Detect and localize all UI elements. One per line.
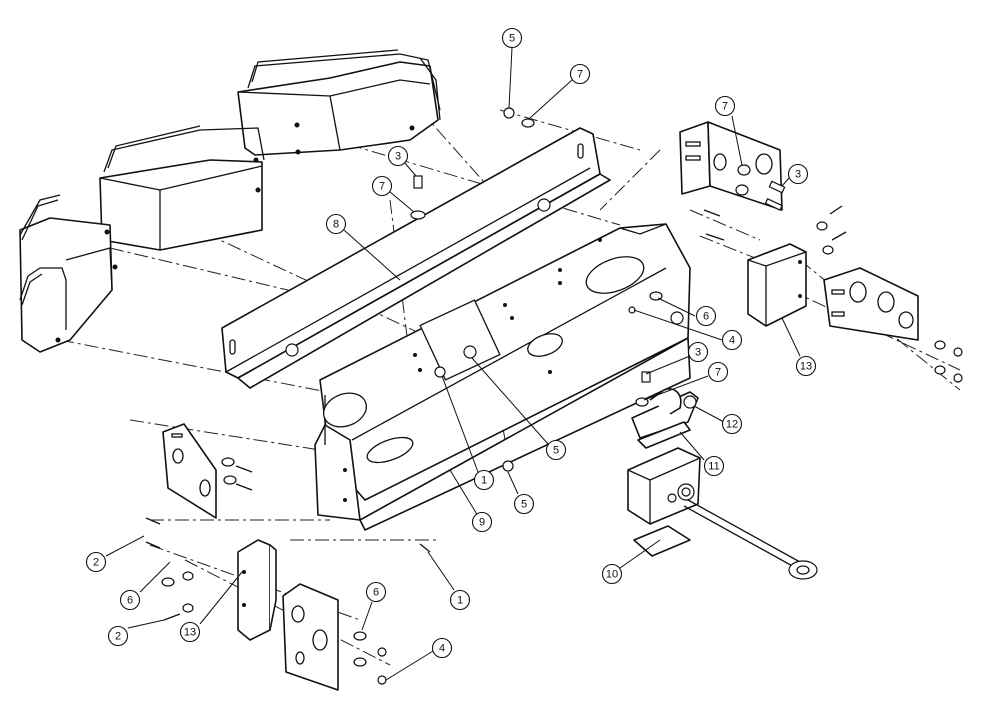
callout-circle xyxy=(387,145,409,167)
callout-circle xyxy=(371,175,393,197)
callout-4: 4 xyxy=(721,329,743,351)
callout-circle xyxy=(795,355,817,377)
switch-cable xyxy=(683,499,818,580)
switch-bracket-plate xyxy=(637,421,691,449)
right-mount-bracket xyxy=(747,243,807,327)
callout-label: 4 xyxy=(439,643,445,655)
callout-label: 11 xyxy=(708,461,719,473)
callout-circle xyxy=(787,163,809,185)
callout-label: 5 xyxy=(521,499,527,511)
callout-label: 3 xyxy=(795,169,801,181)
callout-label: 4 xyxy=(729,335,735,347)
callout-label: 1 xyxy=(481,475,487,487)
right-lamp-plate xyxy=(823,267,919,341)
callout-label: 3 xyxy=(395,151,401,163)
callout-11: 11 xyxy=(703,455,725,477)
callout-7: 7 xyxy=(569,63,591,85)
callout-label: 6 xyxy=(703,311,709,323)
callout-7: 7 xyxy=(707,361,729,383)
callout-10: 10 xyxy=(601,563,623,585)
callout-label: 5 xyxy=(509,33,515,45)
fasteners xyxy=(145,107,963,685)
callout-circle xyxy=(501,27,523,49)
light-housing-front xyxy=(19,194,118,353)
lower-left-lamp-plate xyxy=(162,423,217,519)
callout-3: 3 xyxy=(787,163,809,185)
callout-label: 6 xyxy=(373,587,379,599)
callout-label: 9 xyxy=(479,517,485,529)
callout-12: 12 xyxy=(721,413,743,435)
callout-9: 9 xyxy=(471,511,493,533)
switch-gasket xyxy=(633,525,691,557)
main-channel xyxy=(314,223,691,531)
callout-2: 2 xyxy=(107,625,129,647)
callout-7: 7 xyxy=(371,175,393,197)
callout-circle xyxy=(431,637,453,659)
callout-5: 5 xyxy=(545,439,567,461)
callout-circle xyxy=(569,63,591,85)
callout-3: 3 xyxy=(687,341,709,363)
callout-label: 6 xyxy=(127,595,133,607)
callout-label: 13 xyxy=(184,627,196,639)
light-housing-middle xyxy=(99,125,265,251)
callout-label: 7 xyxy=(379,181,385,193)
callout-1: 1 xyxy=(473,469,495,491)
callout-label: 12 xyxy=(726,419,738,431)
callout-label: 7 xyxy=(722,101,728,113)
callout-circle xyxy=(179,621,201,643)
lower-left-bracket xyxy=(237,539,277,641)
callout-13: 13 xyxy=(179,621,201,643)
callout-label: 5 xyxy=(553,445,559,457)
angle-bracket xyxy=(221,127,611,389)
callout-1: 1 xyxy=(449,589,471,611)
callout-5: 5 xyxy=(513,493,535,515)
callout-circle xyxy=(85,551,107,573)
callout-3: 3 xyxy=(387,145,409,167)
callout-leaders xyxy=(105,47,801,681)
switch-box xyxy=(627,447,701,525)
callout-label: 10 xyxy=(606,569,618,581)
callout-label: 3 xyxy=(695,347,701,359)
callout-circle xyxy=(545,439,567,461)
callout-label: 13 xyxy=(800,361,812,373)
callout-circle xyxy=(471,511,493,533)
callout-6: 6 xyxy=(695,305,717,327)
light-housing-rear xyxy=(237,49,441,156)
callout-7: 7 xyxy=(714,95,736,117)
callout-circle xyxy=(119,589,141,611)
upper-right-bracket xyxy=(679,121,783,211)
callout-circle xyxy=(601,563,623,585)
callout-label: 2 xyxy=(115,631,121,643)
callout-label: 2 xyxy=(93,557,99,569)
callout-label: 7 xyxy=(577,69,583,81)
callout-6: 6 xyxy=(119,589,141,611)
callout-circle xyxy=(513,493,535,515)
callout-circle xyxy=(721,413,743,435)
callout-label: 1 xyxy=(457,595,463,607)
callout-8: 8 xyxy=(325,213,347,235)
callout-5: 5 xyxy=(501,27,523,49)
lower-left-lamp-plate-2 xyxy=(282,583,339,691)
callout-circle xyxy=(703,455,725,477)
callout-circle xyxy=(721,329,743,351)
callout-circle xyxy=(107,625,129,647)
callout-circle xyxy=(687,341,709,363)
callout-circle xyxy=(707,361,729,383)
callout-circle xyxy=(695,305,717,327)
callout-circle xyxy=(365,581,387,603)
callout-label: 7 xyxy=(715,367,721,379)
callout-4: 4 xyxy=(431,637,453,659)
callout-label: 8 xyxy=(333,219,339,231)
callout-circle xyxy=(449,589,471,611)
callout-2: 2 xyxy=(85,551,107,573)
callout-circle xyxy=(325,213,347,235)
callout-circle xyxy=(714,95,736,117)
callout-6: 6 xyxy=(365,581,387,603)
callout-13: 13 xyxy=(795,355,817,377)
callout-circle xyxy=(473,469,495,491)
